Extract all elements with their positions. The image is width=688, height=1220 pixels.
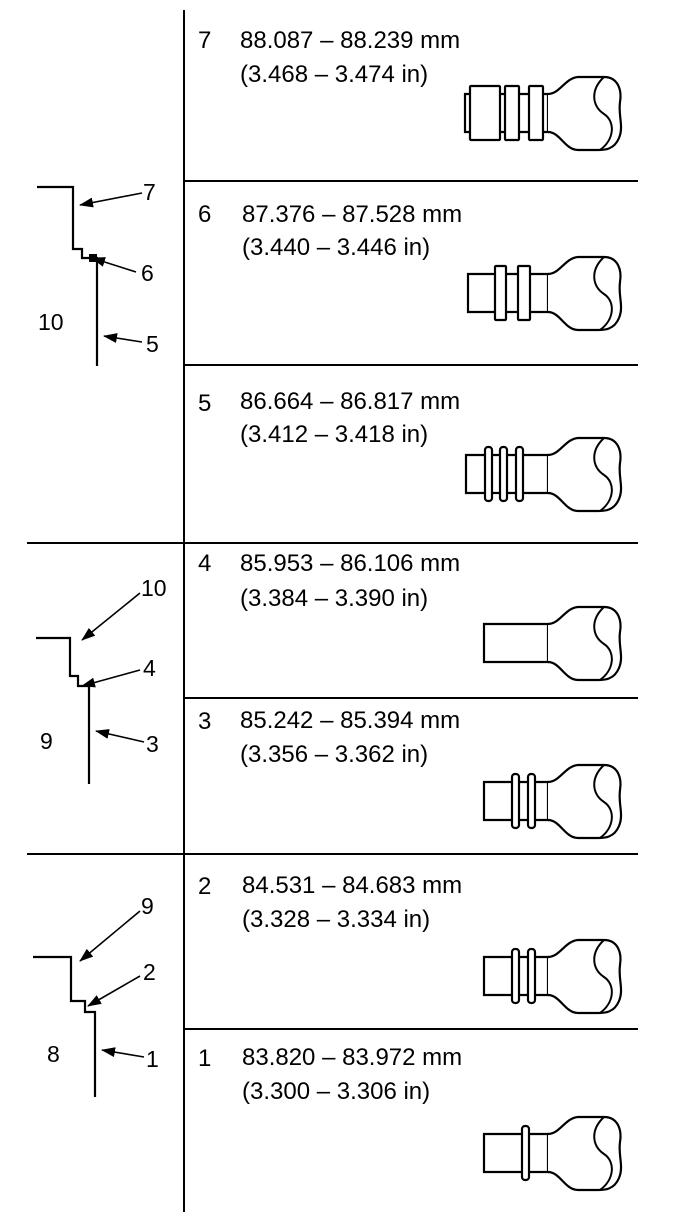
size-inches: (3.468 – 3.474 in)	[240, 61, 428, 88]
callout-arrow	[81, 669, 141, 688]
callout-label: 4	[143, 655, 156, 681]
profile-section-2: 10 4 3 9	[36, 575, 167, 784]
profile-label: 9	[40, 728, 53, 754]
size-inches: (3.328 – 3.334 in)	[242, 906, 430, 933]
spec-row-1: 1 83.820 – 83.972 mm (3.300 – 3.306 in)	[198, 1044, 462, 1105]
tool-icon	[466, 255, 623, 332]
row-number: 5	[198, 390, 211, 417]
callout-arrow	[101, 1047, 145, 1058]
callout-label: 3	[146, 731, 159, 757]
tool-icon	[482, 1115, 623, 1192]
size-mm: 85.242 – 85.394 mm	[240, 707, 460, 734]
frame-lines	[27, 10, 638, 1212]
tool-shaft	[482, 622, 550, 664]
callout-label: 1	[146, 1046, 159, 1072]
spec-row-7: 7 88.087 – 88.239 mm (3.468 – 3.474 in)	[198, 27, 460, 88]
callout-arrow	[95, 729, 145, 743]
tool-handle	[547, 763, 623, 840]
size-inches: (3.412 – 3.418 in)	[240, 421, 428, 448]
row-number: 4	[198, 550, 211, 577]
tool-break-line	[593, 76, 613, 151]
spec-row-3: 3 85.242 – 85.394 mm (3.356 – 3.362 in)	[198, 707, 460, 768]
row-number: 2	[198, 873, 211, 900]
size-inches: (3.384 – 3.390 in)	[240, 585, 428, 612]
tool-icon	[463, 75, 623, 152]
callout-arrow	[81, 592, 141, 641]
tool-shaft	[482, 1132, 550, 1174]
callout-arrow	[79, 192, 143, 208]
row-number: 7	[198, 27, 211, 54]
tool-break-line	[593, 764, 613, 839]
size-mm: 83.820 – 83.972 mm	[242, 1044, 462, 1071]
profile-label: 10	[38, 309, 64, 335]
size-mm: 84.531 – 84.683 mm	[242, 872, 462, 899]
tool-break-line	[593, 256, 613, 331]
tool-icon	[482, 938, 623, 1015]
step-profile	[36, 636, 91, 784]
tool-ring	[483, 445, 494, 503]
size-mm: 86.664 – 86.817 mm	[240, 388, 460, 415]
profile-section-1: 7 6 5 10	[37, 179, 159, 366]
spec-row-6: 6 87.376 – 87.528 mm (3.440 – 3.446 in)	[198, 201, 462, 261]
size-inches: (3.300 – 3.306 in)	[242, 1078, 430, 1105]
profile-label: 8	[47, 1041, 60, 1067]
tool-handle	[547, 255, 623, 332]
size-inches: (3.440 – 3.446 in)	[242, 234, 430, 261]
size-inches: (3.356 – 3.362 in)	[240, 741, 428, 768]
step-profile	[33, 955, 97, 1097]
tool-ring	[527, 84, 545, 142]
callout-label: 6	[141, 260, 154, 286]
tool-icon	[482, 763, 623, 840]
row-number: 1	[198, 1045, 211, 1072]
row-number: 6	[198, 201, 211, 228]
tool-ring	[510, 772, 521, 830]
tool-drawings	[463, 75, 623, 1192]
callout-arrow	[91, 257, 137, 273]
tool-break-line	[593, 437, 613, 512]
profile-section-3: 9 2 1 8	[33, 893, 159, 1097]
spec-row-5: 5 86.664 – 86.817 mm (3.412 – 3.418 in)	[198, 388, 460, 448]
tool-ring	[493, 264, 508, 322]
callout-label: 7	[143, 179, 156, 205]
callout-label: 5	[146, 331, 159, 357]
tool-ring	[468, 84, 502, 142]
tool-break-line	[593, 939, 613, 1014]
tool-break-line	[593, 1116, 613, 1191]
size-mm: 87.376 – 87.528 mm	[242, 201, 462, 228]
step-profile	[37, 185, 99, 366]
tool-handle	[547, 1115, 623, 1192]
tool-shaft	[466, 272, 550, 314]
tool-ring	[526, 947, 537, 1005]
tool-icon	[464, 436, 623, 513]
tool-ring	[516, 264, 532, 322]
tool-ring	[526, 772, 537, 830]
tool-handle	[547, 75, 623, 152]
callout-label: 9	[141, 893, 154, 919]
row-number: 3	[198, 708, 211, 735]
callout-arrow	[87, 975, 141, 1007]
spec-row-2: 2 84.531 – 84.683 mm (3.328 – 3.334 in)	[198, 872, 462, 933]
tool-ring	[514, 445, 525, 503]
tool-handle	[547, 605, 623, 682]
size-mm: 85.953 – 86.106 mm	[240, 550, 460, 577]
callout-label: 10	[141, 575, 167, 601]
tool-ring	[520, 1124, 531, 1182]
tool-break-line	[593, 606, 613, 681]
tool-ring	[503, 84, 521, 142]
tool-ring	[510, 947, 521, 1005]
spec-row-4: 4 85.953 – 86.106 mm (3.384 – 3.390 in)	[198, 550, 460, 612]
tool-ring	[498, 445, 509, 503]
tool-handle	[547, 436, 623, 513]
callout-label: 2	[143, 959, 156, 985]
callout-arrow	[103, 333, 143, 343]
tool-handle	[547, 938, 623, 1015]
callout-arrow	[79, 910, 141, 962]
size-mm: 88.087 – 88.239 mm	[240, 27, 460, 54]
tool-icon	[482, 605, 623, 682]
